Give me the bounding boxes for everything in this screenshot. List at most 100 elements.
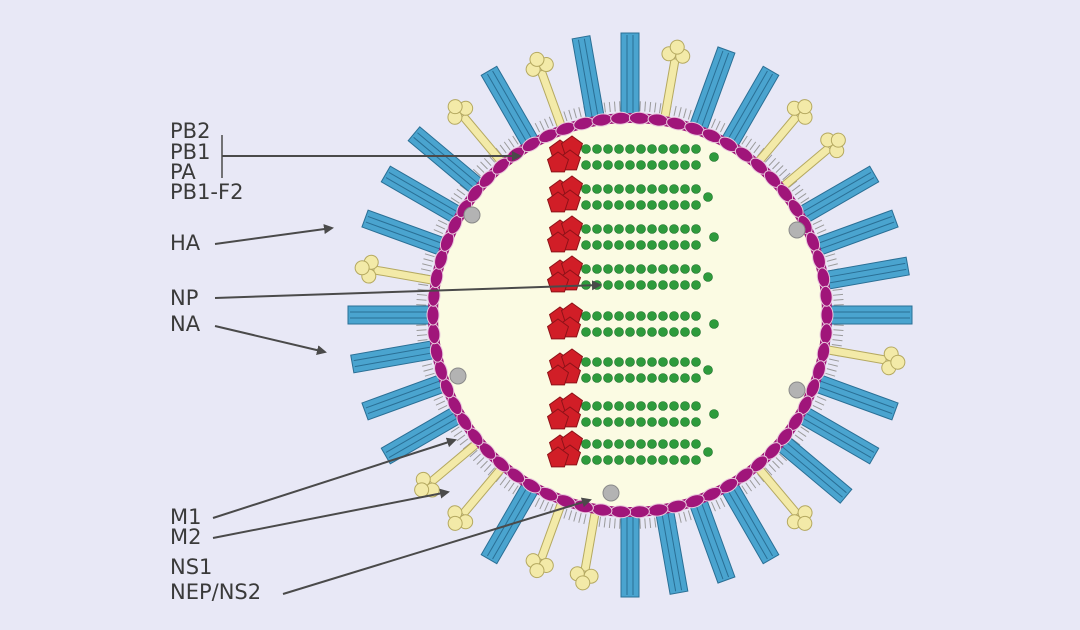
lipid-tick bbox=[508, 482, 515, 492]
nucleoprotein-bead bbox=[636, 327, 646, 337]
nucleoprotein-bead bbox=[614, 280, 624, 290]
ha-spike-icon bbox=[480, 65, 540, 149]
nucleoprotein-bead bbox=[581, 455, 591, 465]
nucleoprotein-bead bbox=[647, 311, 657, 321]
lipid-tick bbox=[578, 512, 582, 523]
nucleoprotein-bead bbox=[669, 224, 679, 234]
lipid-tick bbox=[563, 111, 568, 122]
nucleoprotein-bead bbox=[592, 224, 602, 234]
lipid-tick bbox=[825, 372, 836, 377]
lipid-tick bbox=[800, 197, 810, 204]
nucleoprotein-bead bbox=[680, 240, 690, 250]
nucleoprotein-bead bbox=[709, 409, 719, 419]
nucleoprotein-bead bbox=[603, 417, 613, 427]
lipid-tick bbox=[715, 499, 721, 510]
lipid-tick bbox=[715, 120, 721, 131]
lipid-tick bbox=[476, 165, 485, 173]
lipid-tick bbox=[435, 224, 446, 230]
lipid-tick bbox=[469, 449, 478, 458]
lipid-tick bbox=[816, 229, 827, 234]
nucleoprotein-bead bbox=[625, 240, 635, 250]
nep-protein bbox=[788, 381, 806, 399]
lipid-tick bbox=[544, 118, 549, 129]
lipid-tick bbox=[563, 508, 568, 519]
lipid-tick bbox=[603, 517, 606, 528]
nucleoprotein-bead bbox=[603, 184, 613, 194]
nucleoprotein-bead bbox=[581, 357, 591, 367]
lipid-tick bbox=[416, 334, 428, 337]
lipid-tick bbox=[741, 485, 748, 495]
lipid-tick bbox=[433, 229, 444, 234]
nucleoprotein-bead bbox=[669, 439, 679, 449]
lipid-tick bbox=[831, 343, 842, 347]
nucleoprotein-bead bbox=[680, 264, 690, 274]
lipid-tick bbox=[417, 339, 428, 342]
nep-protein bbox=[788, 221, 806, 239]
na-spike-icon bbox=[525, 51, 566, 130]
nucleoprotein-bead bbox=[709, 152, 719, 162]
nucleoprotein-bead bbox=[658, 160, 668, 170]
lipid-tick bbox=[487, 467, 496, 476]
ha-spike-icon bbox=[720, 65, 780, 149]
nucleoprotein-bead bbox=[680, 439, 690, 449]
ha-spike-icon bbox=[620, 512, 640, 598]
m1-protein bbox=[610, 111, 632, 125]
nucleoprotein-bead bbox=[647, 327, 657, 337]
nucleoprotein-bead bbox=[691, 455, 701, 465]
nucleoprotein-bead bbox=[658, 184, 668, 194]
nucleoprotein-bead bbox=[647, 224, 657, 234]
arrow-nep bbox=[282, 497, 592, 595]
na-spike-icon bbox=[825, 345, 906, 376]
rnp-segment bbox=[546, 302, 719, 340]
lipid-tick bbox=[775, 457, 784, 465]
nucleoprotein-bead bbox=[614, 200, 624, 210]
rnp-segment bbox=[546, 430, 713, 468]
nucleoprotein-bead bbox=[680, 327, 690, 337]
arrow-m2 bbox=[212, 488, 450, 539]
arrow-m1 bbox=[212, 437, 457, 519]
nucleoprotein-bead bbox=[680, 184, 690, 194]
lipid-tick bbox=[654, 102, 657, 113]
nucleoprotein-bead bbox=[703, 192, 713, 202]
nucleoprotein-bead bbox=[647, 184, 657, 194]
nucleoprotein-bead bbox=[614, 144, 624, 154]
ha-spike-icon bbox=[688, 497, 736, 584]
nucleoprotein-bead bbox=[669, 184, 679, 194]
nucleoprotein-bead bbox=[636, 240, 646, 250]
nucleoprotein-bead bbox=[691, 264, 701, 274]
lipid-tick bbox=[678, 107, 682, 118]
label-na: NA bbox=[170, 312, 201, 336]
lipid-tick bbox=[800, 426, 810, 433]
nucleoprotein-bead bbox=[691, 401, 701, 411]
nucleoprotein-bead bbox=[614, 401, 624, 411]
ha-spike-icon bbox=[361, 373, 448, 421]
label-nep-ns2: NEP/NS2 bbox=[170, 580, 262, 604]
ha-spike-icon bbox=[796, 165, 880, 225]
lipid-tick bbox=[512, 485, 519, 495]
label-ha: HA bbox=[170, 231, 201, 255]
nucleoprotein-bead bbox=[658, 144, 668, 154]
m1-protein bbox=[610, 505, 632, 519]
nep-protein bbox=[449, 367, 467, 385]
nucleoprotein-bead bbox=[658, 200, 668, 210]
arrow-np bbox=[214, 280, 602, 299]
lipid-tick bbox=[608, 101, 611, 113]
lipid-tick bbox=[812, 219, 823, 226]
lipid-tick bbox=[603, 102, 606, 113]
lipid-tick bbox=[512, 135, 519, 145]
lipid-tick bbox=[423, 368, 434, 372]
label-pa: PA bbox=[170, 160, 196, 184]
lipid-tick bbox=[764, 467, 773, 476]
nucleoprotein-bead bbox=[581, 264, 591, 274]
nucleoprotein-bead bbox=[581, 224, 591, 234]
lipid-tick bbox=[450, 197, 460, 204]
lipid-tick bbox=[573, 511, 577, 522]
lipid-tick bbox=[779, 453, 788, 462]
nucleoprotein-bead bbox=[658, 264, 668, 274]
arrow-ha bbox=[214, 224, 334, 245]
lipid-tick bbox=[480, 161, 488, 170]
nucleoprotein-bead bbox=[647, 373, 657, 383]
polymerase-icon bbox=[546, 392, 584, 430]
lipid-tick bbox=[598, 516, 602, 527]
ha-spike-icon bbox=[654, 507, 689, 595]
